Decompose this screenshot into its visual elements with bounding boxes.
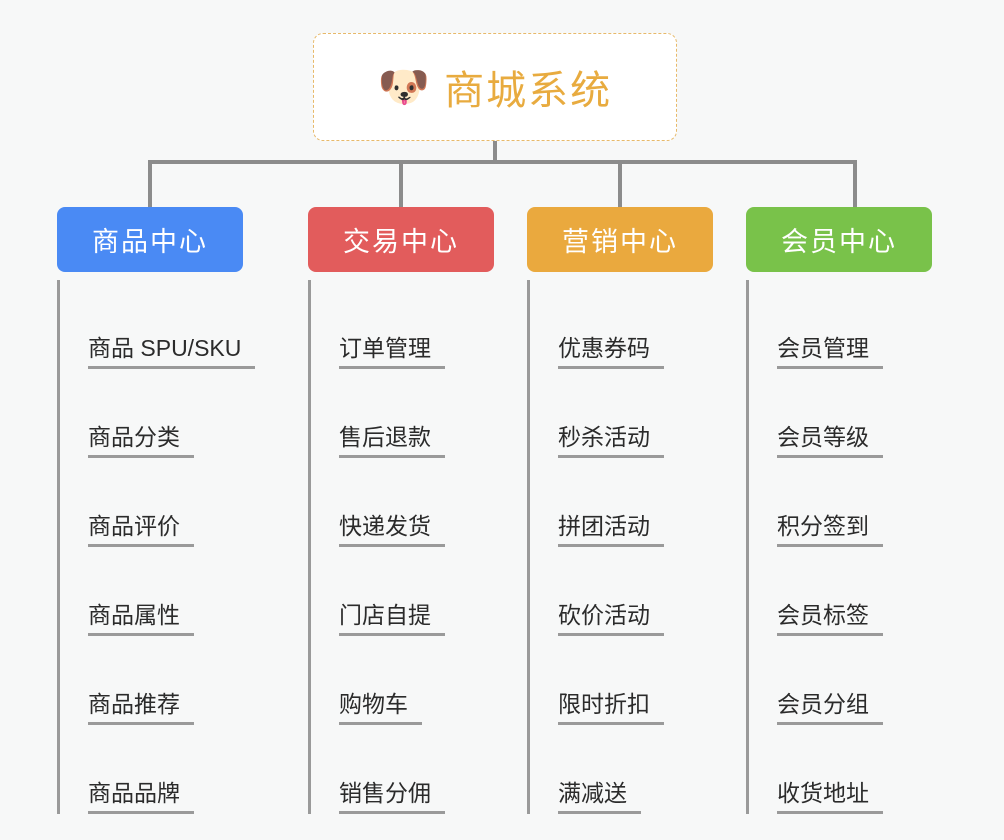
leaf-item-label: 商品分类	[88, 424, 194, 458]
category-label: 营销中心	[562, 227, 678, 257]
rail-vertical-line	[57, 280, 60, 814]
leaf-item[interactable]: 快递发货	[308, 458, 494, 547]
leaf-item-label: 收货地址	[777, 780, 883, 814]
leaf-item-label: 会员管理	[777, 335, 883, 369]
category-label: 商品中心	[92, 227, 208, 257]
shiba-dog-face-icon: 🐶	[377, 63, 431, 110]
leaf-item[interactable]: 优惠券码	[527, 280, 713, 369]
leaf-item[interactable]: 会员管理	[746, 280, 932, 369]
leaf-item-label: 秒杀活动	[558, 424, 664, 458]
leaf-item-label: 积分签到	[777, 513, 883, 547]
leaf-item-label: 售后退款	[339, 424, 445, 458]
leaf-item[interactable]: 积分签到	[746, 458, 932, 547]
leaf-item-label: 会员分组	[777, 691, 883, 725]
leaf-rail-marketing-center: 优惠券码秒杀活动拼团活动砍价活动限时折扣满减送	[527, 280, 713, 814]
category-box-member-center[interactable]: 会员中心	[746, 207, 932, 272]
leaf-item[interactable]: 秒杀活动	[527, 369, 713, 458]
leaf-item-label: 门店自提	[339, 602, 445, 636]
connector-drop-trade-center	[399, 160, 403, 207]
leaf-item[interactable]: 商品 SPU/SKU	[57, 280, 256, 369]
leaf-item[interactable]: 会员标签	[746, 547, 932, 636]
leaf-item[interactable]: 收货地址	[746, 725, 932, 814]
connector-drop-member-center	[853, 160, 857, 207]
rail-vertical-line	[527, 280, 530, 814]
rail-vertical-line	[308, 280, 311, 814]
leaf-item-label: 商品属性	[88, 602, 194, 636]
leaf-rail-trade-center: 订单管理售后退款快递发货门店自提购物车销售分佣	[308, 280, 494, 814]
rail-vertical-line	[746, 280, 749, 814]
leaf-item-label: 商品品牌	[88, 780, 194, 814]
leaf-item[interactable]: 购物车	[308, 636, 494, 725]
leaf-item-label: 订单管理	[339, 335, 445, 369]
leaf-item[interactable]: 销售分佣	[308, 725, 494, 814]
connector-drop-marketing-center	[618, 160, 622, 207]
branch-column-trade-center: 交易中心订单管理售后退款快递发货门店自提购物车销售分佣	[308, 207, 494, 814]
leaf-item-label: 砍价活动	[558, 602, 664, 636]
leaf-item[interactable]: 商品推荐	[57, 636, 243, 725]
leaf-item[interactable]: 商品评价	[57, 458, 243, 547]
leaf-item[interactable]: 砍价活动	[527, 547, 713, 636]
leaf-item-label: 购物车	[339, 691, 422, 725]
category-box-marketing-center[interactable]: 营销中心	[527, 207, 713, 272]
leaf-rail-member-center: 会员管理会员等级积分签到会员标签会员分组收货地址	[746, 280, 932, 814]
branch-column-marketing-center: 营销中心优惠券码秒杀活动拼团活动砍价活动限时折扣满减送	[527, 207, 713, 814]
category-box-trade-center[interactable]: 交易中心	[308, 207, 494, 272]
leaf-item[interactable]: 订单管理	[308, 280, 494, 369]
branch-column-product-center: 商品中心商品 SPU/SKU 商品分类商品评价商品属性商品推荐商品品牌	[57, 207, 256, 814]
connector-root-stem	[493, 141, 497, 163]
category-label: 交易中心	[343, 227, 459, 257]
leaf-item[interactable]: 门店自提	[308, 547, 494, 636]
root-node-label: 商城系统	[444, 69, 613, 113]
leaf-item-label: 会员等级	[777, 424, 883, 458]
leaf-rail-product-center: 商品 SPU/SKU 商品分类商品评价商品属性商品推荐商品品牌	[57, 280, 256, 814]
leaf-item[interactable]: 商品品牌	[57, 725, 243, 814]
leaf-item-label: 满减送	[558, 780, 641, 814]
leaf-item[interactable]: 会员等级	[746, 369, 932, 458]
leaf-item-label: 会员标签	[777, 602, 883, 636]
leaf-item-label: 快递发货	[339, 513, 445, 547]
leaf-item-label: 商品评价	[88, 513, 194, 547]
root-node-shop-system[interactable]: 🐶 商城系统	[313, 33, 677, 141]
leaf-item[interactable]: 拼团活动	[527, 458, 713, 547]
branch-column-member-center: 会员中心会员管理会员等级积分签到会员标签会员分组收货地址	[746, 207, 932, 814]
leaf-item-label: 优惠券码	[558, 335, 664, 369]
category-label: 会员中心	[781, 227, 897, 257]
leaf-item[interactable]: 会员分组	[746, 636, 932, 725]
connector-horizontal-bar	[148, 160, 856, 164]
leaf-item-label: 销售分佣	[339, 780, 445, 814]
leaf-item[interactable]: 售后退款	[308, 369, 494, 458]
leaf-item-label: 商品 SPU/SKU	[88, 335, 256, 369]
category-box-product-center[interactable]: 商品中心	[57, 207, 243, 272]
leaf-item-label: 商品推荐	[88, 691, 194, 725]
leaf-item[interactable]: 商品分类	[57, 369, 243, 458]
leaf-item-label: 限时折扣	[558, 691, 664, 725]
connector-drop-product-center	[148, 160, 152, 207]
leaf-item[interactable]: 商品属性	[57, 547, 243, 636]
leaf-item-label: 拼团活动	[558, 513, 664, 547]
leaf-item[interactable]: 满减送	[527, 725, 713, 814]
leaf-item[interactable]: 限时折扣	[527, 636, 713, 725]
